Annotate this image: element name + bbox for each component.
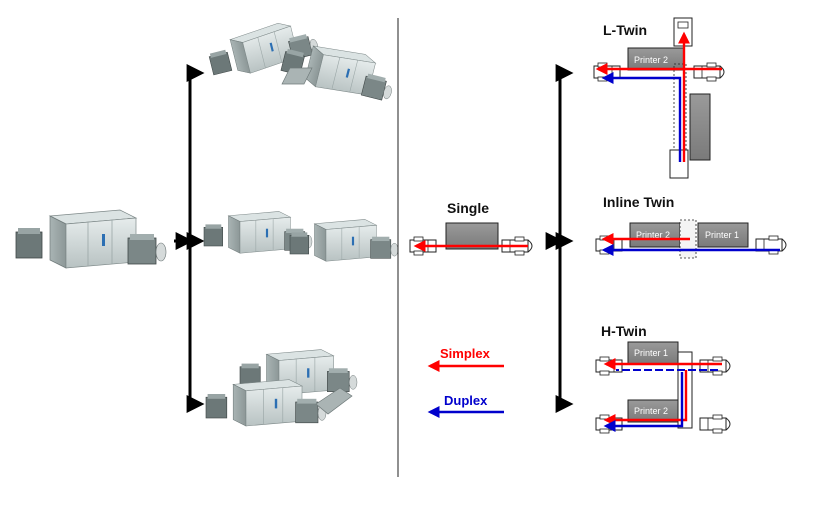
l-twin-printer-3d: [204, 14, 400, 106]
inline-twin-printer1-box: [697, 222, 749, 248]
h-twin-printer1-label: Printer 1: [634, 348, 668, 358]
inline-twin-printer-3d: [203, 211, 399, 262]
inline-twin-schematic: Printer 2 Printer 1: [595, 219, 787, 259]
h-twin-duplex-path-bottom: [603, 372, 684, 432]
inline-twin-printer2-label: Printer 2: [636, 230, 670, 240]
single-schematic: [409, 222, 533, 256]
simplex-legend-label: Simplex: [440, 346, 490, 361]
inline-twin-label: Inline Twin: [603, 194, 675, 210]
single-printer-3d: [15, 209, 167, 269]
h-twin-simplex-path-bottom: [603, 370, 688, 426]
h-twin-printer-3d: [205, 349, 358, 427]
h-twin-label: H-Twin: [601, 323, 647, 339]
l-twin-duplex-path: [601, 72, 682, 162]
l-twin-printer1-label: Printer 1: [721, 123, 731, 157]
h-twin-schematic: Printer 1 Printer 2: [595, 341, 731, 434]
l-twin-printer2-label: Printer 2: [634, 55, 668, 65]
single-printer-box: [445, 222, 499, 250]
l-twin-label: L-Twin: [603, 22, 648, 38]
single-label: Single: [447, 200, 490, 216]
right-branch-arrows: [545, 64, 574, 413]
h-twin-printer2-label: Printer 2: [634, 406, 668, 416]
l-twin-schematic: Printer 2 Printer 1: [593, 17, 731, 179]
inline-twin-printer1-label: Printer 1: [705, 230, 739, 240]
duplex-legend-label: Duplex: [444, 393, 488, 408]
l-twin-printer1-box: [689, 93, 711, 161]
h-twin-printer2-box: [627, 399, 679, 423]
left-branch-arrows: [174, 64, 205, 413]
